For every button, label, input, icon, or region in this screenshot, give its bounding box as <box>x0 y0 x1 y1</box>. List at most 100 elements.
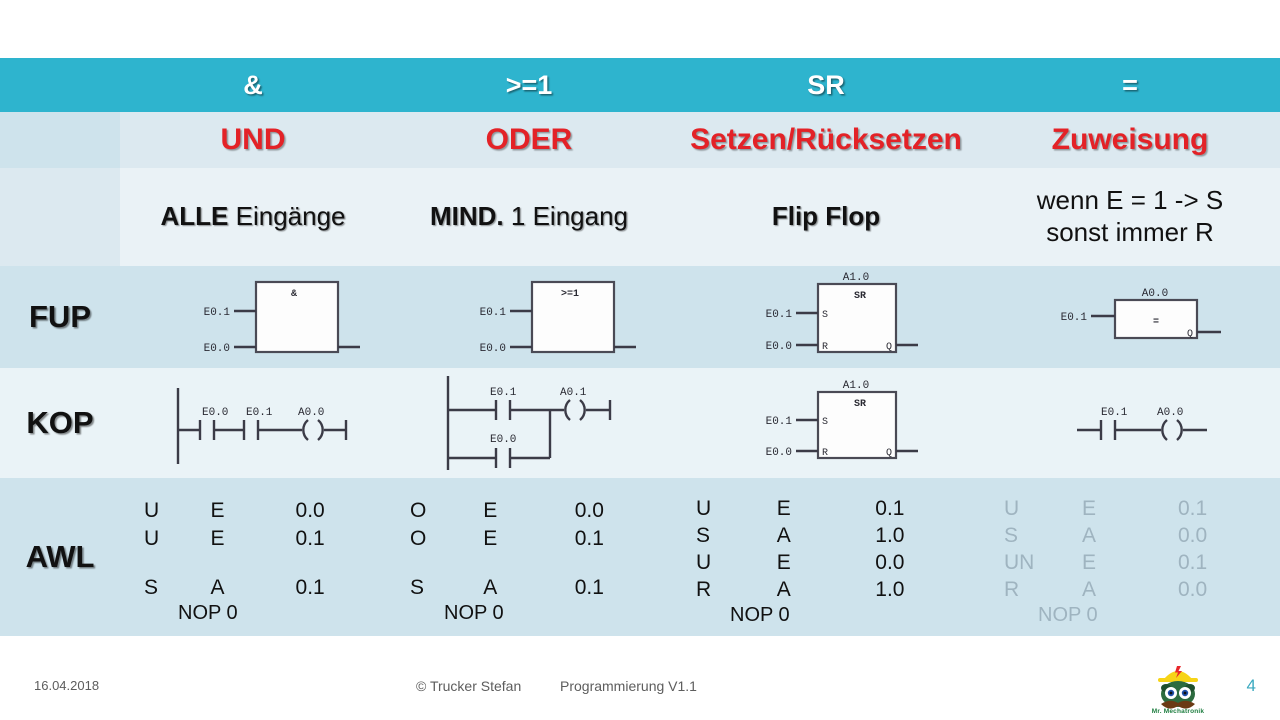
awl-operand: A <box>483 575 498 599</box>
awl-line: S A 0.1 <box>386 574 672 601</box>
awl-address: 0.1 <box>295 526 325 550</box>
description-assign-line1: wenn E = 1 -> S <box>1036 185 1224 216</box>
awl-line-blank <box>386 552 672 574</box>
awl-address: 0.1 <box>1178 496 1208 520</box>
awl-address: 0.0 <box>574 499 604 523</box>
awl-line: U E 0.0 <box>672 549 980 576</box>
row-label-awl: AWL <box>0 478 120 636</box>
description-assign: wenn E = 1 -> S sonst immer R <box>980 168 1280 266</box>
kop-sr-output-label: A1.0 <box>843 380 869 392</box>
kop-sr-diagram: A1.0 SR S R Q E0.1 E0.0 <box>766 380 918 460</box>
description-and: ALLE Eingänge <box>120 168 386 266</box>
awl-op: U <box>696 496 712 520</box>
description-or: MIND. 1 Eingang <box>386 168 672 266</box>
fup-or-input-1: E0.1 <box>480 307 507 319</box>
description-row-corner <box>0 168 120 266</box>
description-assign-line2: sonst immer R <box>1046 217 1214 247</box>
awl-line: U E 0.1 <box>980 495 1280 522</box>
kop-sr-block-label: SR <box>854 399 866 410</box>
description-sr-bold: Flip Flop <box>771 201 881 232</box>
awl-operand: E <box>210 499 225 523</box>
awl-operand: E <box>776 551 791 575</box>
fup-or-block-label: >=1 <box>561 289 579 300</box>
description-and-rest: Eingänge <box>228 201 346 232</box>
awl-operand: E <box>483 526 498 550</box>
header-symbol-or: >=1 <box>386 58 672 112</box>
awl-line: U E 0.1 <box>120 525 386 552</box>
awl-operand: A <box>1082 524 1097 548</box>
awl-line-blank <box>120 552 386 574</box>
fup-sr-pin-q: Q <box>886 342 892 353</box>
fup-assign-pin-q: Q <box>1187 329 1193 340</box>
awl-nop: NOP 0 <box>1038 604 1098 627</box>
awl-address: 0.0 <box>1178 524 1208 548</box>
awl-and-cell: U E 0.0 U E 0.1 S A 0.1 NOP 0 <box>120 478 386 636</box>
awl-op: R <box>1004 578 1020 602</box>
kop-or-contact-2-label: E0.0 <box>490 434 516 446</box>
awl-op: U <box>144 499 160 523</box>
kop-or-diagram: E0.1 E0.0 A0.1 <box>446 376 612 470</box>
awl-line: U E 0.1 <box>672 495 980 522</box>
footer-page-number: 4 <box>1246 676 1256 695</box>
kop-and-coil-label: A0.0 <box>298 407 324 419</box>
awl-line: S A 0.0 <box>980 522 1280 549</box>
awl-assign-list: U E 0.1 S A 0.0 UN E 0.1 R A 0.0 <box>980 485 1280 629</box>
fup-sr-block-label: SR <box>854 291 866 302</box>
fup-and-diagram-cell: & E0.1 E0.0 <box>120 266 386 368</box>
description-or-rest: 1 Eingang <box>503 201 628 232</box>
kop-or-contact-1-label: E0.1 <box>490 387 517 399</box>
mr-mechatronik-logo-icon <box>1158 666 1198 709</box>
fup-sr-input-2: E0.0 <box>766 341 792 353</box>
header-symbol-assign: = <box>980 58 1280 112</box>
awl-address: 0.1 <box>1178 551 1208 575</box>
kop-sr-pin-s: S <box>822 417 828 428</box>
awl-address: 0.1 <box>574 526 604 550</box>
table-description-row: ALLE Eingänge MIND. 1 Eingang Flip Flop … <box>0 168 1280 266</box>
kop-sr-pin-r: R <box>822 448 828 459</box>
kop-and-diagram: E0.0 E0.1 A0.0 <box>176 388 348 464</box>
awl-operand: A <box>1082 578 1097 602</box>
awl-address: 1.0 <box>875 578 905 602</box>
table-name-row: UND ODER Setzen/Rücksetzen Zuweisung <box>0 112 1280 168</box>
awl-and-list: U E 0.0 U E 0.1 S A 0.1 NOP 0 <box>120 487 386 626</box>
kop-assign-contact-label: E0.1 <box>1101 407 1128 419</box>
awl-address: 0.1 <box>875 496 905 520</box>
awl-operand: A <box>210 575 225 599</box>
header-symbol-sr: SR <box>672 58 980 112</box>
name-row-corner <box>0 112 120 168</box>
name-oder: ODER <box>386 112 672 168</box>
awl-operand: A <box>776 578 791 602</box>
awl-op: O <box>410 499 427 523</box>
awl-assign-cell: U E 0.1 S A 0.0 UN E 0.1 R A 0.0 <box>980 478 1280 636</box>
awl-address: 0.1 <box>295 575 325 599</box>
fup-and-input-1: E0.1 <box>204 307 231 319</box>
awl-op: S <box>144 575 159 599</box>
name-setzen-ruecksetzen: Setzen/Rücksetzen <box>672 112 980 168</box>
table-row-fup: FUP & E0.1 E0.0 >=1 E0.1 <box>0 266 1280 368</box>
kop-assign-coil-label: A0.0 <box>1157 407 1183 419</box>
awl-op: S <box>696 524 711 548</box>
awl-op: U <box>696 551 712 575</box>
description-sr: Flip Flop <box>672 168 980 266</box>
row-label-fup: FUP <box>0 266 120 368</box>
awl-nop: NOP 0 <box>444 601 504 624</box>
kop-assign-diagram: E0.1 A0.0 <box>1077 407 1207 441</box>
awl-line: UN E 0.1 <box>980 549 1280 576</box>
fup-assign-input-1: E0.1 <box>1061 312 1088 324</box>
fup-sr-diagram-cell: A1.0 SR S R Q E0.1 E0.0 <box>672 266 980 368</box>
awl-or-cell: O E 0.0 O E 0.1 S A 0.1 NOP 0 <box>386 478 672 636</box>
fup-sr-pin-s: S <box>822 310 828 321</box>
awl-operand: E <box>210 526 225 550</box>
awl-op: U <box>1004 496 1020 520</box>
awl-line: R A 1.0 <box>672 576 980 603</box>
name-und: UND <box>120 112 386 168</box>
awl-line: S A 1.0 <box>672 522 980 549</box>
awl-line: U E 0.0 <box>120 497 386 524</box>
plc-comparison-table: & >=1 SR = UND ODER Setzen/Rücksetzen Zu… <box>0 58 1280 636</box>
fup-or-diagram: >=1 E0.1 E0.0 <box>480 280 636 355</box>
fup-or-input-2: E0.0 <box>480 343 506 355</box>
fup-assign-diagram: A0.0 = Q E0.1 <box>1061 288 1221 340</box>
header-corner-cell <box>0 58 120 112</box>
awl-address: 0.0 <box>295 499 325 523</box>
kop-sr-input-2: E0.0 <box>766 447 792 459</box>
